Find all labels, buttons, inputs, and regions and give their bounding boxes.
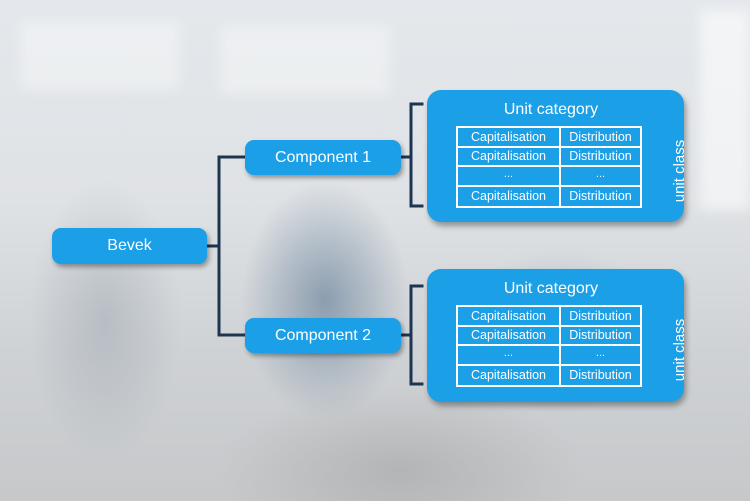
unit-category-title: Unit category (503, 101, 599, 118)
background-shape (700, 10, 750, 210)
unit-class-table: Capitalisation Distribution Capitalisati… (456, 126, 642, 208)
unit-category-title: Unit category (503, 280, 599, 297)
unit-category-box-1: Unit category Capitalisation Distributio… (427, 90, 688, 222)
unit-cell: Distribution (561, 128, 640, 148)
unit-cell: Distribution (569, 368, 632, 383)
unit-cell: ... (561, 167, 640, 187)
unit-cell: ... (458, 167, 561, 187)
unit-cell: Distribution (561, 307, 640, 327)
component-2-label: Component 2 (274, 326, 372, 344)
unit-cell: Capitalisation (458, 147, 561, 167)
background-shape (20, 20, 180, 90)
component-1-node: Component 1 (245, 140, 401, 175)
unit-cell: Capitalisation (458, 186, 561, 206)
unit-class-table: Capitalisation Distribution Capitalisati… (456, 305, 642, 387)
connector-c1-bracket (409, 102, 424, 208)
unit-cell: Capitalisation (458, 307, 561, 327)
unit-cell: Capitalisation (458, 365, 561, 385)
component-1-label: Component 1 (274, 148, 372, 166)
unit-cell: ... (561, 346, 640, 366)
root-node-label: Bevek (107, 237, 152, 254)
connector-c2-bracket (409, 284, 424, 386)
unit-class-label: unit class (670, 318, 688, 382)
unit-class-label: unit class (670, 139, 688, 203)
unit-cell: Distribution (569, 189, 632, 204)
background-shape (220, 25, 390, 95)
connector-root-bracket (217, 155, 247, 337)
unit-cell: Distribution (561, 148, 640, 167)
component-2-node: Component 2 (245, 318, 401, 353)
unit-cell: ... (458, 346, 561, 366)
unit-cell: Capitalisation (458, 326, 561, 346)
unit-cell: Distribution (561, 327, 640, 346)
unit-cell: Capitalisation (458, 128, 561, 148)
unit-category-box-2: Unit category Capitalisation Distributio… (427, 269, 688, 402)
root-node-bevek: Bevek (52, 228, 207, 264)
